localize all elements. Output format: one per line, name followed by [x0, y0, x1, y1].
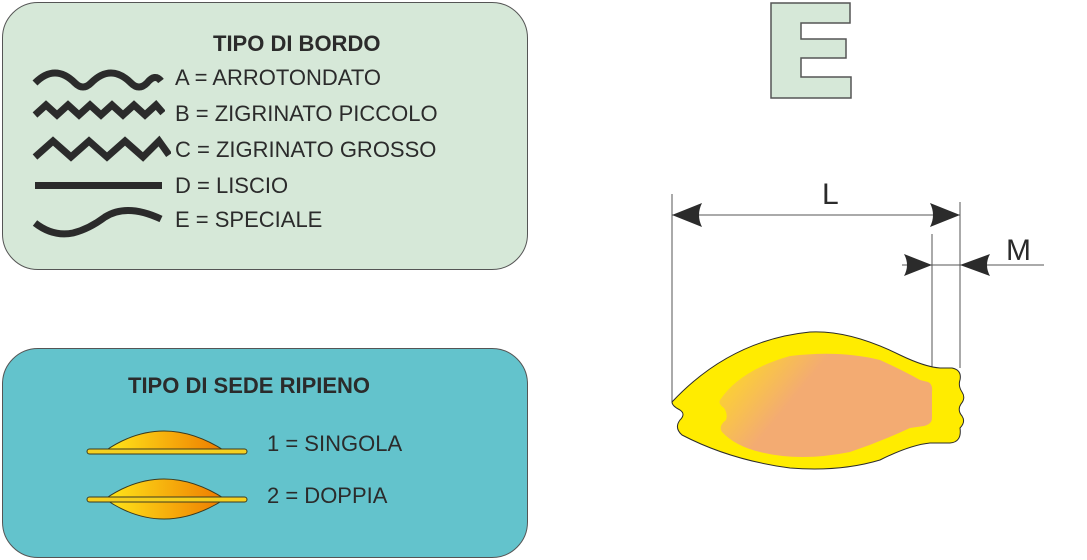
legend-item-small-zigzag: B = ZIGRINATO PICCOLO	[31, 97, 511, 131]
legend-item-special: E = SPECIALE	[31, 203, 511, 238]
pasta-dimension-diagram: L M	[671, 178, 1044, 470]
legend-label-rounded: A = ARROTONDATO	[175, 65, 382, 90]
legend-label-smooth: D = LISCIO	[175, 173, 289, 198]
straight-line-icon	[35, 182, 162, 189]
legend-label-special: E = SPECIALE	[175, 207, 323, 232]
length-label: L	[822, 178, 839, 211]
special-curve-icon	[32, 207, 163, 238]
rounded-wave-icon	[32, 69, 164, 91]
margin-label: M	[1006, 234, 1031, 267]
arrow-margin-out-icon	[960, 254, 990, 276]
arrow-margin-in-icon	[904, 254, 932, 276]
arrow-right-icon	[930, 203, 960, 227]
filling-seat-title: TIPO DI SEDE RIPIENO	[128, 373, 371, 398]
legend-label-double: 2 = DOPPIA	[267, 483, 388, 508]
edge-type-title: TIPO DI BORDO	[213, 31, 381, 56]
edge-type-panel: TIPO DI BORDO A = ARROTONDATO B = ZIGRIN…	[2, 2, 528, 270]
legend-item-rounded: A = ARROTONDATO	[31, 61, 511, 95]
arrow-left-icon	[672, 203, 702, 227]
legend-label-small-zigzag: B = ZIGRINATO PICCOLO	[175, 101, 438, 126]
legend-label-large-zigzag: C = ZIGRINATO GROSSO	[175, 137, 437, 162]
legend-item-double: 2 = DOPPIA	[83, 467, 483, 520]
legend-label-single: 1 = SINGOLA	[267, 431, 403, 456]
shape-code-letter: E	[770, 2, 852, 99]
pasta-filling-area	[719, 353, 933, 457]
legend-item-single: 1 = SINGOLA	[83, 419, 483, 469]
single-seat-icon	[86, 430, 248, 455]
small-zigzag-icon	[32, 100, 165, 120]
legend-item-large-zigzag: C = ZIGRINATO GROSSO	[31, 133, 511, 167]
filling-seat-panel: TIPO DI SEDE RIPIENO 1 = SINGOLA	[2, 348, 528, 558]
large-zigzag-icon	[32, 135, 171, 162]
legend-item-smooth: D = LISCIO	[31, 169, 511, 203]
double-seat-icon	[86, 478, 248, 520]
